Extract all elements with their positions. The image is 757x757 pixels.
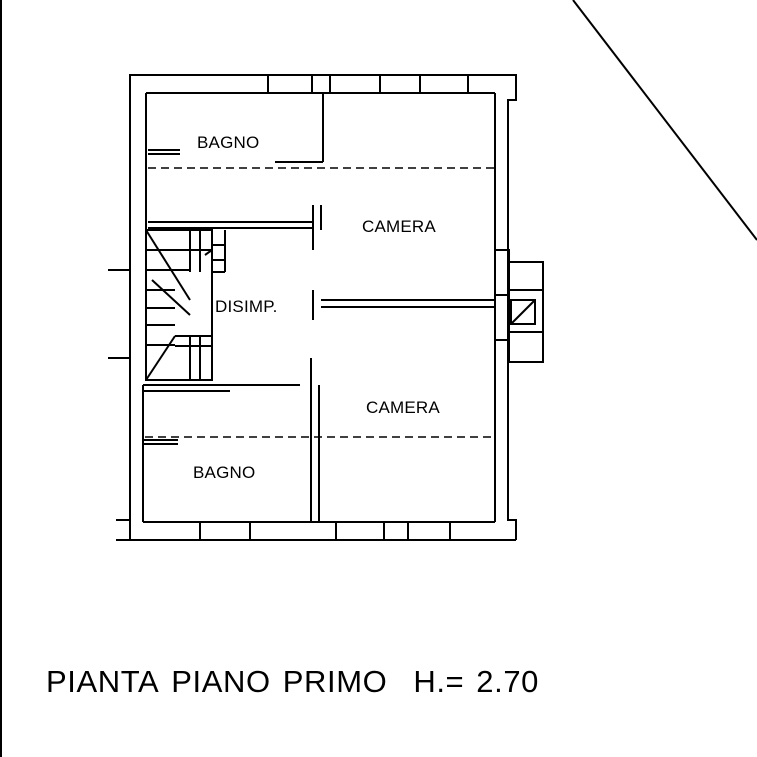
windows-bottom	[199, 521, 451, 541]
room-label-bathroom-top: BAGNO	[197, 133, 259, 152]
windows-top	[267, 74, 469, 94]
caption-word-piano: PIANO	[171, 664, 271, 699]
staircase	[145, 229, 226, 381]
site-boundary-line	[572, 0, 757, 241]
room-label-bathroom-bottom: BAGNO	[193, 463, 255, 482]
caption-word-primo: PRIMO	[282, 664, 388, 699]
plan-caption: PIANTA PIANO PRIMO H.= 2.70	[46, 664, 539, 700]
room-label-bedroom-bottom: CAMERA	[366, 398, 440, 417]
room-label-hallway: DISIMP.	[215, 297, 278, 316]
interior-walls	[143, 93, 495, 522]
caption-word-pianta: PIANTA	[46, 664, 160, 699]
room-label-bedroom-top: CAMERA	[362, 217, 436, 236]
caption-height-label: H.=	[413, 664, 465, 699]
chimney-block	[494, 249, 544, 363]
caption-height-value: 2.70	[476, 664, 540, 699]
beam-lines	[145, 167, 495, 438]
